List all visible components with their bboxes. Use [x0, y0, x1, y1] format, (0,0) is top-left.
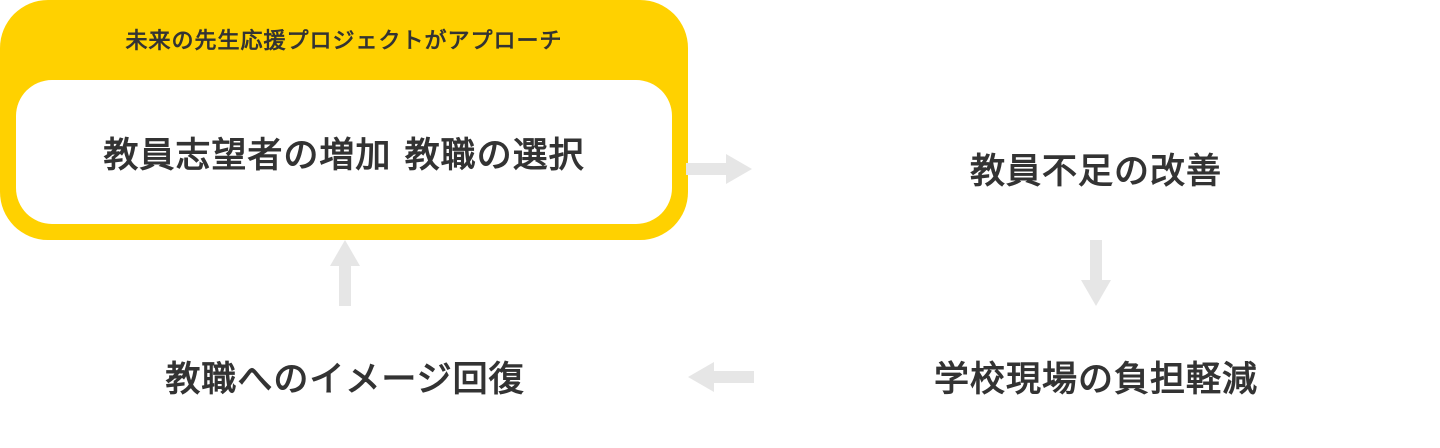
cycle-step-shortage: 教員不足の改善: [969, 152, 1222, 192]
project-approach-caption: 未来の先生応援プロジェクトがアプローチ: [125, 29, 563, 54]
cycle-step-workload: 学校現場の負担軽減: [933, 360, 1258, 400]
project-approach-panel: 未来の先生応援プロジェクトがアプローチ 教員志望者の増加 教職の選択: [0, 0, 688, 240]
focus-box-label: 教員志望者の増加 教職の選択: [103, 135, 585, 176]
arrow-right-icon: [686, 154, 752, 184]
arrow-down-icon: [1081, 240, 1111, 306]
cycle-step-image-recovery: 教職へのイメージ回復: [165, 360, 525, 400]
arrow-left-icon: [688, 362, 754, 392]
arrow-up-icon: [330, 240, 360, 306]
focus-box: 教員志望者の増加 教職の選択: [16, 80, 672, 224]
